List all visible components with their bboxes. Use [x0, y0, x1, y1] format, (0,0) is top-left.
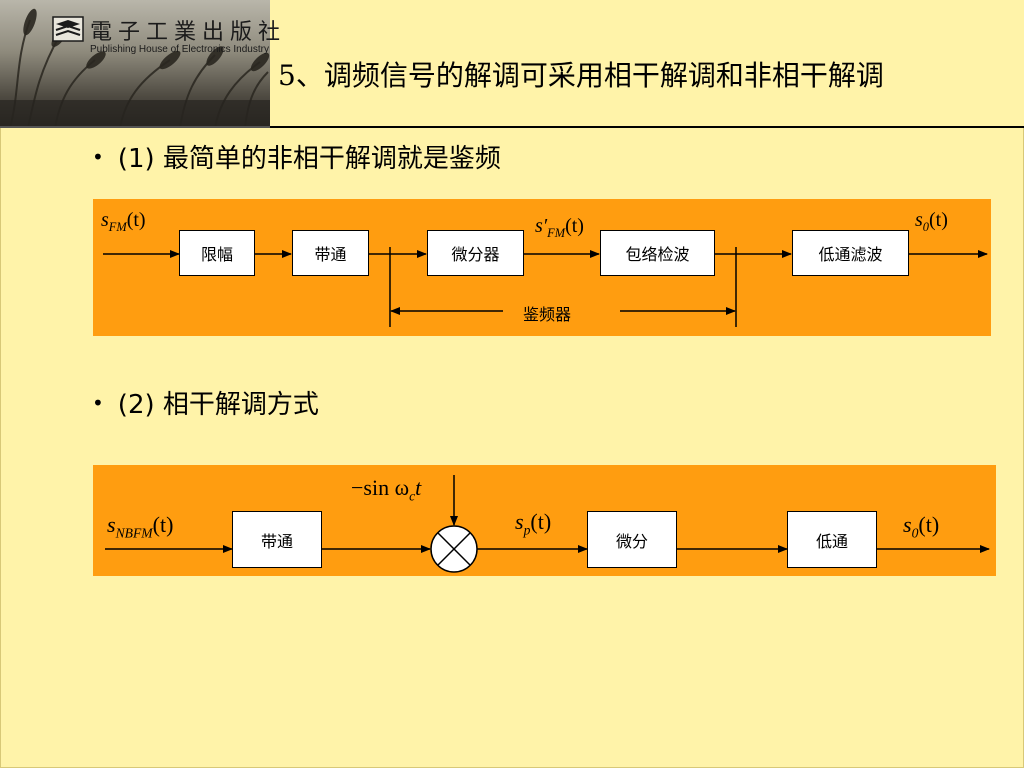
bullet-coherent: • (2) 相干解调方式	[92, 384, 319, 421]
bullet-marker: •	[92, 391, 104, 415]
signal-snbfm-input: sNBFM(t)	[107, 512, 173, 541]
signal-base: s	[903, 512, 912, 537]
signal-arg: (t)	[152, 512, 174, 537]
signal-sub: 0	[911, 525, 919, 541]
signal-arg: (t)	[530, 509, 552, 534]
diagram-coherent: 带通 微分 低通 −sin ωct sNBFM(t) sp(t) s0(t)	[93, 465, 996, 576]
bullet-noncoherent: • (1) 最简单的非相干解调就是鉴频	[92, 138, 501, 175]
header-strip	[270, 0, 1024, 128]
carrier-tail: t	[415, 475, 422, 500]
bullet-text: (1) 最简单的非相干解调就是鉴频	[117, 144, 501, 174]
signal-arg: (t)	[918, 512, 940, 537]
signal-base: s	[515, 509, 524, 534]
signal-arg: (t)	[929, 209, 948, 231]
signal-arg: (t)	[126, 209, 146, 231]
block-differentiator: 微分	[587, 511, 677, 568]
header-rule-left	[0, 126, 270, 128]
signal-base: s	[915, 209, 923, 231]
block-bandpass: 带通	[232, 511, 322, 568]
signal-s0-output: s0(t)	[915, 209, 948, 235]
block-envelope-detector: 包络检波	[600, 230, 715, 276]
bullet-text: (2) 相干解调方式	[117, 390, 319, 420]
signal-arg: (t)	[565, 215, 584, 237]
signal-sub: FM	[547, 226, 566, 240]
block-lowpass: 低通	[787, 511, 877, 568]
block-limiter: 限幅	[179, 230, 255, 276]
carrier-sub: c	[409, 488, 416, 504]
header-rule	[270, 126, 1024, 128]
diagram-coherent-lines	[105, 475, 990, 573]
block-bandpass: 带通	[292, 230, 369, 276]
carrier-label: −sin ωct	[351, 475, 421, 504]
carrier-text: −sin ω	[351, 475, 410, 500]
signal-sfm-input: sFM(t)	[101, 209, 146, 235]
diagram-noncoherent: 限幅 带通 微分器 包络检波 低通滤波 鉴频器 sFM(t) s′FM(t) s…	[93, 199, 991, 336]
signal-sub: p	[523, 522, 531, 538]
publisher-name-cn: 電子工業出版社	[90, 20, 287, 45]
signal-sub: NBFM	[115, 525, 153, 541]
signal-base: s	[107, 512, 116, 537]
block-differentiator: 微分器	[427, 230, 524, 276]
publisher-name-en: Publishing House of Electronics Industry	[90, 44, 269, 55]
signal-sub: FM	[108, 220, 127, 234]
diagram-noncoherent-lines	[103, 247, 988, 327]
slide-title: 5、调频信号的解调可采用相干解调和非相干解调	[278, 59, 884, 92]
signal-sfm-derivative: s′FM(t)	[535, 215, 584, 241]
bullet-marker: •	[92, 145, 104, 169]
multiplier-icon	[430, 525, 478, 573]
signal-base: s	[101, 209, 109, 231]
signal-s0-output: s0(t)	[903, 512, 939, 541]
signal-sub: 0	[922, 220, 929, 234]
signal-sp-middle: sp(t)	[515, 509, 551, 538]
bracket-label-discriminator: 鉴频器	[523, 305, 572, 324]
block-lowpass-filter: 低通滤波	[792, 230, 909, 276]
signal-base: s′	[535, 215, 548, 237]
publisher-logo-icon	[52, 16, 84, 42]
